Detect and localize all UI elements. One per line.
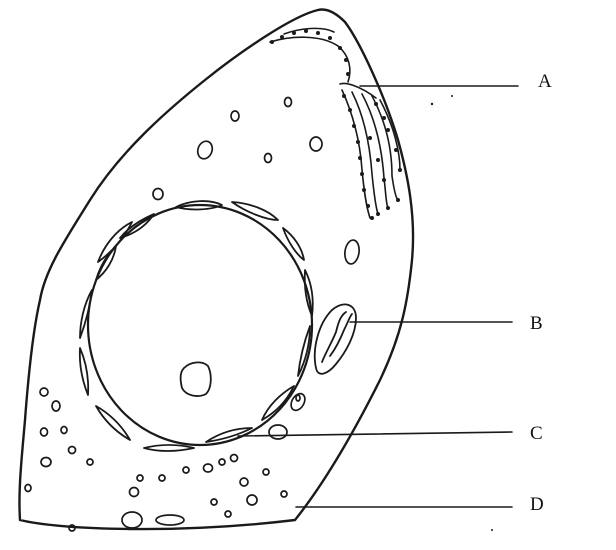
leader-line-c (238, 432, 512, 436)
label-a: A (538, 72, 552, 91)
label-c: C (530, 424, 543, 443)
golgi-vesicles (270, 29, 402, 220)
label-b: B (530, 314, 543, 333)
nucleolus (181, 362, 211, 396)
cytoplasm-vesicles (25, 98, 361, 532)
specks (431, 95, 493, 531)
cell-membrane (19, 10, 413, 530)
mitochondrion (315, 304, 356, 373)
golgi-apparatus (270, 28, 400, 218)
label-d: D (530, 495, 544, 514)
nucleus (88, 205, 312, 445)
